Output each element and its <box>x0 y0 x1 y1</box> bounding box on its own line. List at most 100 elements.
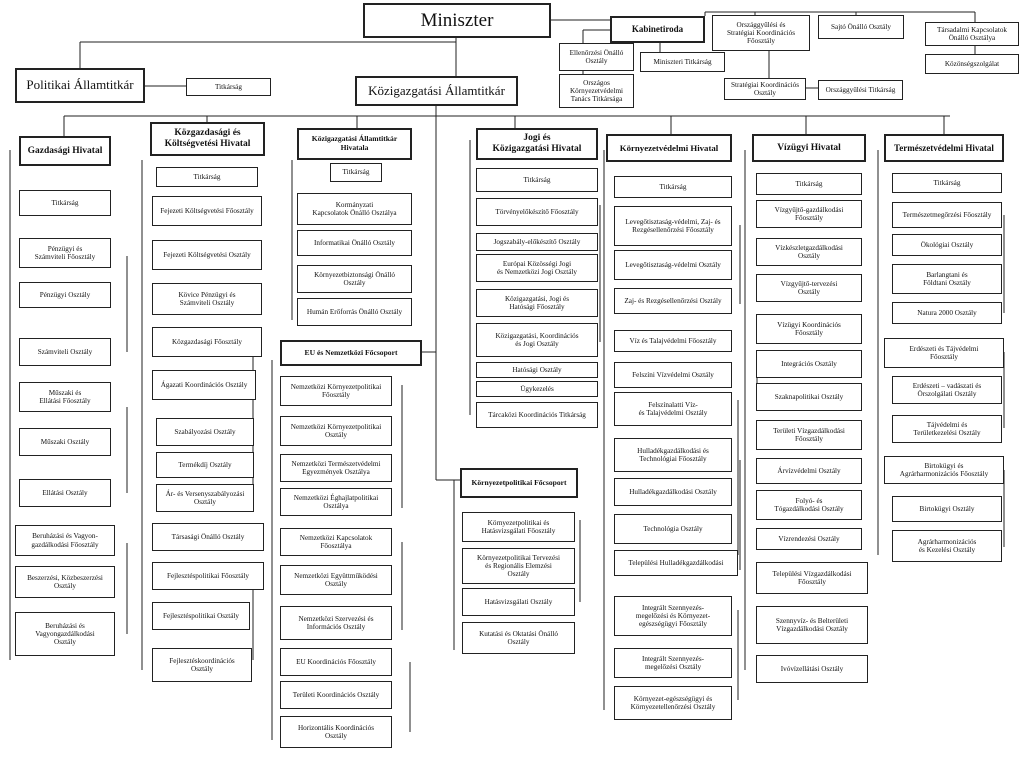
eu-item: Nemzetközi Éghajlatpolitikai Osztálya <box>280 488 392 516</box>
kornyezetvedelmi-item: Integrált Szennyezés- megelőzési Osztály <box>614 648 732 678</box>
kozgazdasagi-item: Termékdíj Osztály <box>156 452 254 478</box>
gazdasagi-item: Pénzügyi és Számviteli Főosztály <box>19 238 111 268</box>
orszaggyulesi-titk-box: Országgyűlési Titkárság <box>818 80 903 100</box>
vizugyi-item: Vízrendezési Osztály <box>756 528 862 550</box>
kornyezetvedelmi-item: Víz és Talajvédelmi Főosztály <box>614 330 732 352</box>
eu-item: Horizontális Koordinációs Osztály <box>280 716 392 748</box>
kozgazdasagi-item: Közgazdasági Főosztály <box>152 327 262 357</box>
vizugyi-item: Folyó- és Tógazdálkodási Osztály <box>756 490 862 520</box>
politikai-allamtitkar-box: Politikai Államtitkár <box>15 68 145 103</box>
kornyezetvedelmi-item: Felszíni Vízvédelmi Osztály <box>614 362 732 388</box>
gazdasagi-item: Műszaki és Ellátási Főosztály <box>19 382 111 412</box>
kornyezetvedelmi-item: Integrált Szennyezés- megelőzési és Körn… <box>614 596 732 636</box>
kornyezetvedelmi-item: Hulladékgazdálkodási és Technológiai Főo… <box>614 438 732 472</box>
jogi-item: Európai Közösségi Jogi és Nemzetközi Jog… <box>476 254 598 282</box>
kozgazdasagi-item: Társasági Önálló Osztály <box>152 523 264 551</box>
termeszetvedelmi-item: Birtokügyi Osztály <box>892 496 1002 522</box>
kozig-hivatal-item: Környezetbiztonsági Önálló Osztály <box>297 265 412 293</box>
termeszetvedelmi-item: Tájvédelmi és Területkezelési Osztály <box>892 415 1002 443</box>
termeszetvedelmi-item: Natura 2000 Osztály <box>892 302 1002 324</box>
kornyezetpolitikai-item: Környezetpolitikai és Hatásvizsgálati Fő… <box>462 512 575 542</box>
kornyezetvedelmi-item: Települési Hulladékgazdálkodási <box>614 550 738 576</box>
jogi-item: Törvényelőkészítő Főosztály <box>476 198 598 226</box>
vizugyi-item: Szaknapolitikai Osztály <box>756 383 862 411</box>
sajto-box: Sajtó Önálló Osztály <box>818 15 904 39</box>
orszagos-kornyezet-box: Országos Környezetvédelmi Tanács Titkárs… <box>559 74 634 108</box>
kozig-hivatal-item: Titkárság <box>330 163 382 182</box>
miniszteri-titkarsag-box: Miniszteri Titkárság <box>640 52 725 72</box>
eu-focsoport-header: EU és Nemzetközi Főcsoport <box>280 340 422 366</box>
ellenorzesi-box: Ellenőrzési Önálló Osztály <box>559 43 634 71</box>
kozig-hivatal-item: Kormányzati Kapcsolatok Önálló Osztálya <box>297 193 412 225</box>
vizugyi-item: Vízkészletgazdálkodási Osztály <box>756 238 862 266</box>
kozgazdasagi-item: Fejezeti Költségvetési Főosztály <box>152 196 262 226</box>
gazdasagi-item: Beszerzési, Közbeszerzési Osztály <box>15 566 115 598</box>
kornyezetvedelmi-item: Titkárság <box>614 176 732 198</box>
vizugyi-item: Szennyvíz- és Belterületi Vízgazdálkodás… <box>756 606 868 644</box>
kornyezetvedelmi-item: Hulladékgazdálkodási Osztály <box>614 478 732 506</box>
gazdasagi-item: Ellátási Osztály <box>19 479 111 507</box>
termeszetvedelmi-hivatal-header: Természetvédelmi Hivatal <box>884 134 1004 162</box>
kornyezetvedelmi-item: Környezet-egészségügyi és Környezetellen… <box>614 686 732 720</box>
vizugyi-item: Vízgyűjtő-gazdálkodási Főosztály <box>756 200 862 228</box>
gazdasagi-item: Számviteli Osztály <box>19 338 111 366</box>
vizugyi-hivatal-header: Vízügyi Hivatal <box>752 134 866 162</box>
kozgazdasagi-item: Fejlesztéspolitikai Főosztály <box>152 562 264 590</box>
kornyezetvedelmi-item: Zaj- és Rezgésellenőrzési Osztály <box>614 288 732 314</box>
eu-item: Nemzetközi Együttműködési Osztály <box>280 565 392 595</box>
kozig-hivatal-header: Közigazgatási Államtitkár Hivatala <box>297 128 412 160</box>
kornyezetvedelmi-item: Felszínalatti Víz- és Talajvédelmi Osztá… <box>614 392 732 426</box>
kornyezetvedelmi-item: Technológia Osztály <box>614 514 732 544</box>
jogi-item: Tárcaközi Koordinációs Titkárság <box>476 402 598 428</box>
kornyezetpolitikai-item: Kutatási és Oktatási Önálló Osztály <box>462 622 575 654</box>
kozgazdasagi-item: Kövice Pénzügyi és Számviteli Osztály <box>152 283 262 315</box>
termeszetvedelmi-item: Erdészeti – vadászati és Örszolgálati Os… <box>892 376 1002 404</box>
eu-item: Nemzetközi Szervezési és Információs Osz… <box>280 606 392 640</box>
termeszetvedelmi-item: Természetmegőrzési Főosztály <box>892 202 1002 228</box>
kozig-hivatal-item: Informatikai Önálló Osztály <box>297 230 412 256</box>
kozgazdasagi-item: Ágazati Koordinációs Osztály <box>152 370 256 400</box>
eu-item: Nemzetközi Környezetpolitikai Osztály <box>280 416 392 446</box>
gazdasagi-item: Beruházási és Vagyongazdálkodási Osztály <box>15 612 115 656</box>
kozgazdasagi-item: Titkárság <box>156 167 258 187</box>
termeszetvedelmi-item: Erdészeti és Tájvédelmi Főosztály <box>884 338 1004 368</box>
jogi-item: Közigazgatási, Koordinációs és Jogi Oszt… <box>476 323 598 357</box>
jogi-hivatal-header: Jogi és Közigazgatási Hivatal <box>476 128 598 160</box>
kabinetiroda-box: Kabinetiroda <box>610 16 705 43</box>
vizugyi-item: Árvízvédelmi Osztály <box>756 458 862 484</box>
vizugyi-item: Területi Vízgazdálkodási Főosztály <box>756 420 862 450</box>
kozgazdasagi-item: Fejlesztéspolitikai Osztály <box>152 602 250 630</box>
termeszetvedelmi-item: Agrárharmonizációs és Kezelési Osztály <box>892 530 1002 562</box>
kornyezetvedelmi-item: Levegőtisztaság-védelmi Osztály <box>614 250 732 280</box>
termeszetvedelmi-item: Titkárság <box>892 173 1002 193</box>
jogi-item: Titkárság <box>476 168 598 192</box>
kozgazdasagi-item: Szabályozási Osztály <box>156 418 254 446</box>
vizugyi-item: Települési Vízgazdálkodási Főosztály <box>756 562 868 594</box>
kozgazdasagi-item: Ár- és Versenyszabályozási Osztály <box>156 484 254 512</box>
gazdasagi-item: Titkárság <box>19 190 111 216</box>
jogi-item: Közigazgatási, Jogi és Hatósági Főosztál… <box>476 289 598 317</box>
vizugyi-item: Titkárság <box>756 173 862 195</box>
vizugyi-item: Vízgyűjtő-tervezési Osztály <box>756 274 862 302</box>
jogi-item: Jogszabály-előkészítő Osztály <box>476 233 598 251</box>
eu-item: Nemzetközi Környezetpolitikai Főosztály <box>280 376 392 406</box>
kozig-hivatal-item: Humán Erőforrás Önálló Osztály <box>297 298 412 326</box>
vizugyi-item: Vízügyi Koordinációs Főosztály <box>756 314 862 344</box>
kornyezetpolitikai-item: Környezetpolitikai Tervezési és Regionál… <box>462 548 575 584</box>
kornyezetpolitikai-focsoport-header: Környezetpolitikai Főcsoport <box>460 468 578 498</box>
vizugyi-item: Integrációs Osztály <box>756 350 862 378</box>
gazdasagi-hivatal-header: Gazdasági Hivatal <box>19 136 111 166</box>
tarsadalmi-box: Társadalmi Kapcsolatok Önálló Osztálya <box>925 22 1019 46</box>
eu-item: Nemzetközi Kapcsolatok Főosztálya <box>280 528 392 556</box>
kozgazdasagi-item: Fejlesztéskoordinációs Osztály <box>152 648 252 682</box>
minister-box: Miniszter <box>363 3 551 38</box>
gazdasagi-item: Beruházási és Vagyon- gazdálkodási Főosz… <box>15 525 115 556</box>
politikai-titkarsag-box: Titkárság <box>186 78 271 96</box>
kornyezetvedelmi-hivatal-header: Környezetvédelmi Hivatal <box>606 134 732 162</box>
jogi-item: Ügykezelés <box>476 381 598 397</box>
eu-item: Területi Koordinációs Osztály <box>280 681 392 709</box>
kornyezetpolitikai-item: Hatásvizsgálati Osztály <box>462 588 575 616</box>
kozigazgatasi-allamtitkar-box: Közigazgatási Államtitkár <box>355 76 518 106</box>
gazdasagi-item: Pénzügyi Osztály <box>19 282 111 308</box>
eu-item: Nemzetközi Természetvédelmi Egyezmények … <box>280 454 392 482</box>
